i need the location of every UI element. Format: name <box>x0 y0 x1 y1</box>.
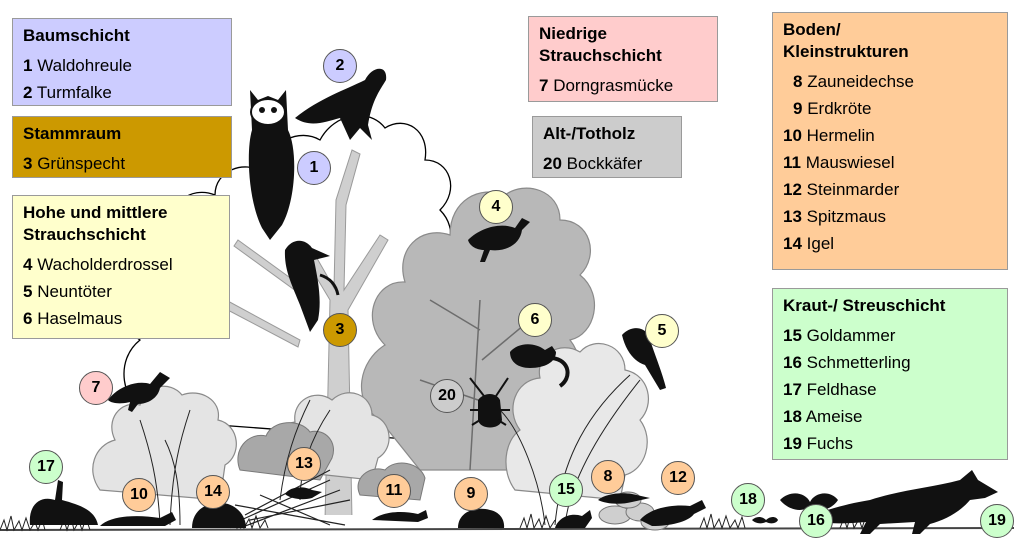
marker-11: 11 <box>377 474 411 508</box>
entry-number: 4 <box>23 255 33 274</box>
legend-entry: 15 Goldammer <box>783 322 997 349</box>
entry-name: Erdkröte <box>807 99 872 118</box>
entry-name: Hermelin <box>806 126 875 145</box>
entry-name: Goldammer <box>806 326 896 345</box>
entry-number: 16 <box>783 353 802 372</box>
marker-5: 5 <box>645 314 679 348</box>
legend-box-baumschicht: Baumschicht 1 Waldohreule 2 Turmfalke <box>12 18 232 106</box>
legend-title: Baumschicht <box>23 26 130 45</box>
legend-entry: 18 Ameise <box>783 403 997 430</box>
legend-entry: 12 Steinmarder <box>783 176 997 203</box>
entry-name: Wacholderdrossel <box>37 255 173 274</box>
marker-8: 8 <box>591 460 625 494</box>
marker-4: 4 <box>479 190 513 224</box>
entry-number: 18 <box>783 407 802 426</box>
legend-box-alt-totholz: Alt-/Totholz 20 Bockkäfer <box>532 116 682 178</box>
legend-entry: 6 Haselmaus <box>23 305 219 332</box>
legend-box-stammraum: Stammraum 3 Grünspecht <box>12 116 232 178</box>
legend-entry: 4 Wacholderdrossel <box>23 251 219 278</box>
marker-18: 18 <box>731 483 765 517</box>
entry-number: 14 <box>783 234 802 253</box>
marker-7: 7 <box>79 371 113 405</box>
marker-12: 12 <box>661 461 695 495</box>
entry-number: 1 <box>23 56 33 75</box>
entry-name: Spitzmaus <box>806 207 887 226</box>
entry-name: Dorngrasmücke <box>553 76 674 95</box>
marker-15: 15 <box>549 473 583 507</box>
legend-entry: 3 Grünspecht <box>23 150 221 177</box>
entry-name: Fuchs <box>806 434 853 453</box>
legend-entry: 7 Dorngrasmücke <box>539 72 707 99</box>
legend-entry: 16 Schmetterling <box>783 349 997 376</box>
small-shrubs <box>92 385 390 501</box>
legend-entry: 14 Igel <box>783 230 997 257</box>
legend-title: Boden/Kleinstrukturen <box>783 20 909 61</box>
entry-name: Feldhase <box>806 380 877 399</box>
entry-name: Steinmarder <box>806 180 900 199</box>
marker-1: 1 <box>297 151 331 185</box>
entry-number: 13 <box>783 207 802 226</box>
marker-9: 9 <box>454 477 488 511</box>
entry-number: 11 <box>783 153 801 172</box>
legend-box-boden-kleinstrukturen: Boden/Kleinstrukturen 8 Zauneidechse 9 E… <box>772 12 1008 270</box>
entry-number: 9 <box>793 99 803 118</box>
legend-entry: 19 Fuchs <box>783 430 997 457</box>
marker-14: 14 <box>196 475 230 509</box>
legend-entry: 2 Turmfalke <box>23 79 221 106</box>
entry-number: 20 <box>543 154 562 173</box>
legend-entry: 17 Feldhase <box>783 376 997 403</box>
legend-title: Kraut-/ Streuschicht <box>783 296 946 315</box>
entry-number: 19 <box>783 434 802 453</box>
entry-number: 15 <box>783 326 802 345</box>
legend-title: Alt-/Totholz <box>543 124 636 143</box>
entry-name: Grünspecht <box>37 154 126 173</box>
entry-number: 8 <box>793 72 803 91</box>
entry-name: Haselmaus <box>37 309 123 328</box>
entry-number: 6 <box>23 309 33 328</box>
entry-name: Schmetterling <box>806 353 911 372</box>
entry-name: Ameise <box>805 407 863 426</box>
legend-entry: 10 Hermelin <box>783 122 997 149</box>
entry-number: 7 <box>539 76 549 95</box>
marker-10: 10 <box>122 478 156 512</box>
marker-20: 20 <box>430 379 464 413</box>
legend-entry: 11 Mauswiesel <box>783 149 997 176</box>
entry-number: 3 <box>23 154 33 173</box>
entry-name: Waldohreule <box>37 56 133 75</box>
entry-number: 2 <box>23 83 33 102</box>
marker-2: 2 <box>323 49 357 83</box>
legend-box-kraut-streuschicht: Kraut-/ Streuschicht 15 Goldammer 16 Sch… <box>772 288 1008 460</box>
entry-name: Zauneidechse <box>807 72 915 91</box>
marker-3: 3 <box>323 313 357 347</box>
entry-name: Bockkäfer <box>566 154 643 173</box>
animal-silhouettes <box>29 68 998 534</box>
marker-16: 16 <box>799 504 833 538</box>
entry-number: 17 <box>783 380 802 399</box>
entry-number: 12 <box>783 180 802 199</box>
legend-title: Stammraum <box>23 124 122 143</box>
legend-entry: 13 Spitzmaus <box>783 203 997 230</box>
grasses <box>139 374 641 526</box>
marker-6: 6 <box>518 303 552 337</box>
marker-19: 19 <box>980 504 1014 538</box>
legend-entry: 20 Bockkäfer <box>543 150 671 177</box>
entry-name: Neuntöter <box>37 282 112 301</box>
marker-13: 13 <box>287 447 321 481</box>
legend-entry: 5 Neuntöter <box>23 278 219 305</box>
legend-entry: 1 Waldohreule <box>23 52 221 79</box>
legend-entry: 9 Erdkröte <box>783 95 997 122</box>
entry-name: Igel <box>806 234 835 253</box>
legend-entry: 8 Zauneidechse <box>783 68 997 95</box>
entry-name: Turmfalke <box>36 83 112 102</box>
entry-number: 5 <box>23 282 33 301</box>
entry-name: Mauswiesel <box>805 153 895 172</box>
marker-17: 17 <box>29 450 63 484</box>
entry-number: 10 <box>783 126 802 145</box>
